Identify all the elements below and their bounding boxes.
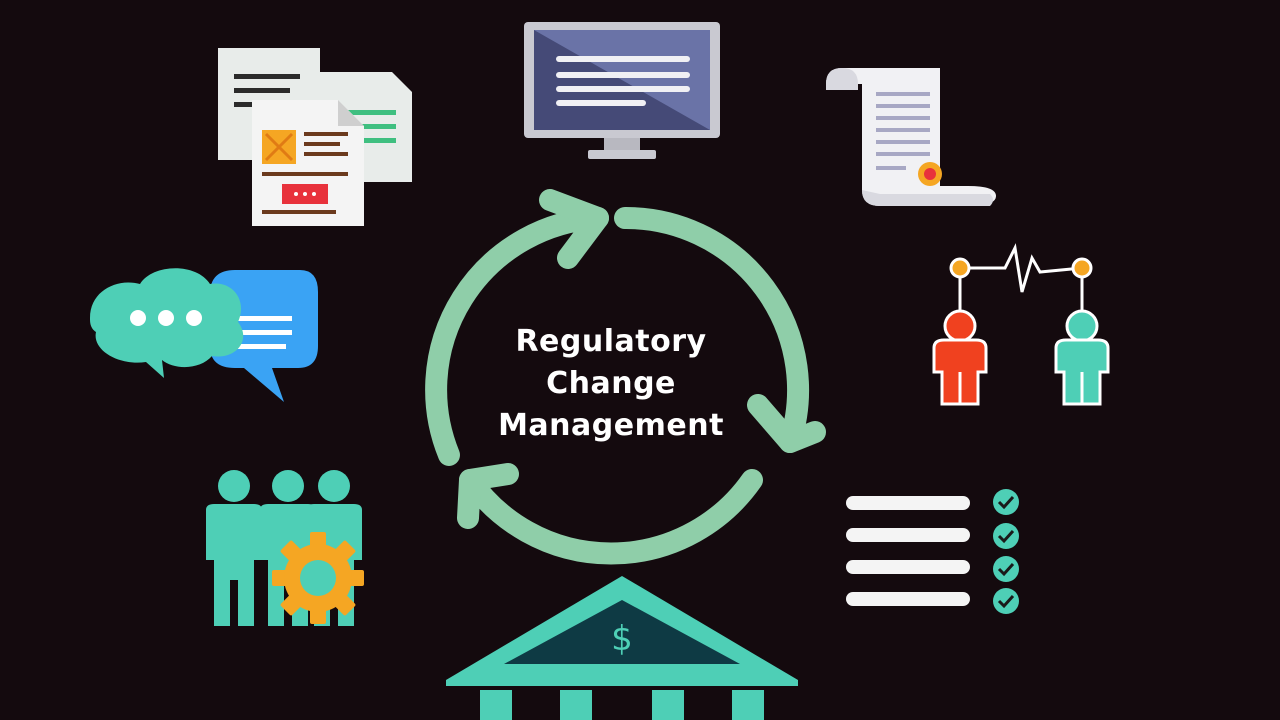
title-line-2: Change [546,366,676,401]
documents-icon [218,48,412,226]
chat-bubbles-icon [90,268,318,402]
team-gear-icon [206,470,364,626]
people-connection-icon [932,243,1110,406]
cycle-arrow-2 [614,206,810,453]
person-teal [1054,309,1110,406]
gear-icon [272,532,364,624]
person-red [932,309,988,406]
dollar-icon: $ [611,619,633,659]
check-icon [993,556,1019,582]
cycle-arrowhead-2 [747,394,826,453]
cycle-arrowhead-1 [539,189,609,269]
diagram-title: Regulatory Change Management [498,324,724,443]
monitor-icon [524,22,720,159]
checklist-icon [846,489,1019,614]
svg-text:$: $ [611,619,633,659]
check-icon [993,523,1019,549]
title-line-1: Regulatory [515,324,706,359]
check-icon [993,489,1019,515]
cycle-arrow-3 [459,469,763,565]
certificate-scroll-icon [826,68,996,206]
check-icon [993,588,1019,614]
cycle-arrow-1 [425,207,609,466]
cycle-arrowhead-3 [457,463,519,529]
title-line-3: Management [498,408,724,443]
cycle-arrows [425,189,826,565]
bank-icon: $ [446,576,798,720]
